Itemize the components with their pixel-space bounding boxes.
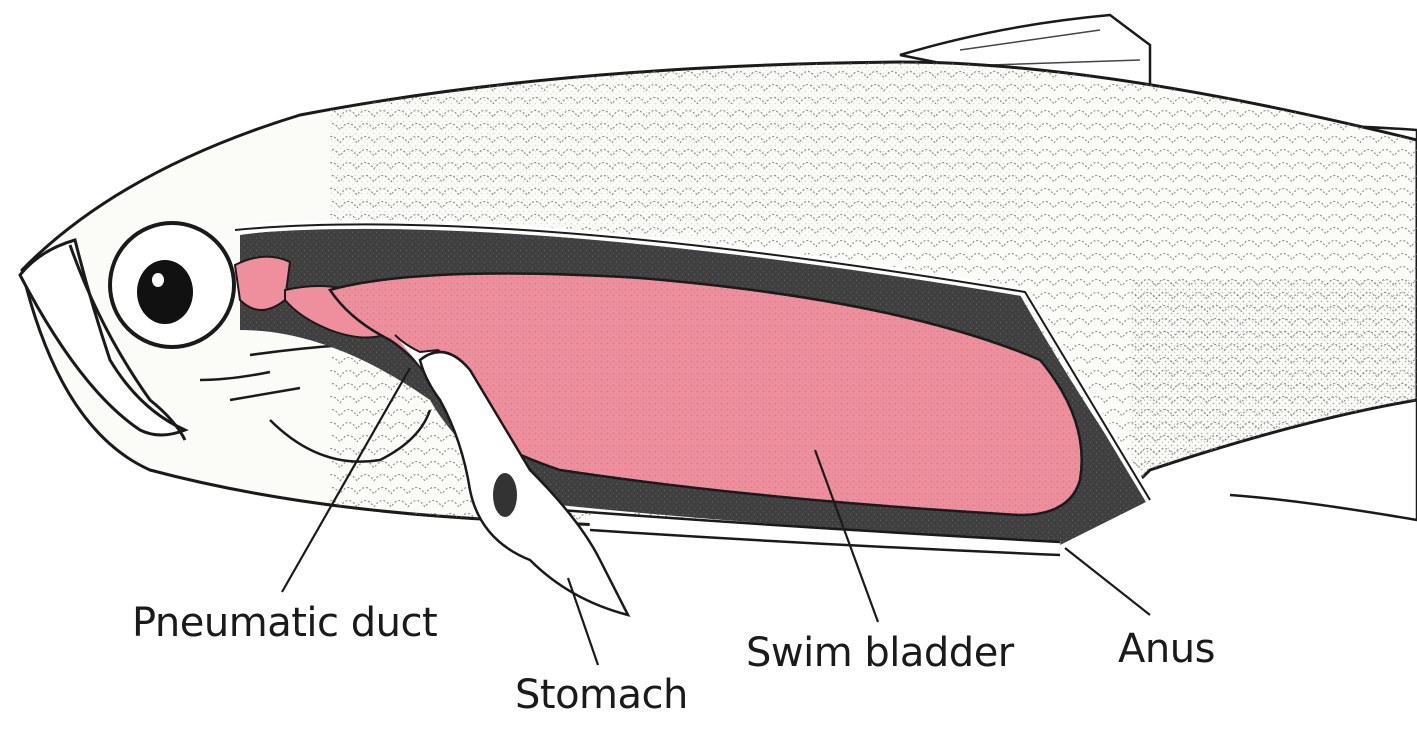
label-swim-bladder: Swim bladder	[746, 630, 1014, 676]
eye	[110, 223, 234, 347]
leader-anus	[1065, 548, 1150, 615]
label-anus: Anus	[1118, 626, 1215, 672]
label-pneumatic-duct: Pneumatic duct	[132, 600, 437, 646]
label-stomach: Stomach	[515, 672, 688, 718]
